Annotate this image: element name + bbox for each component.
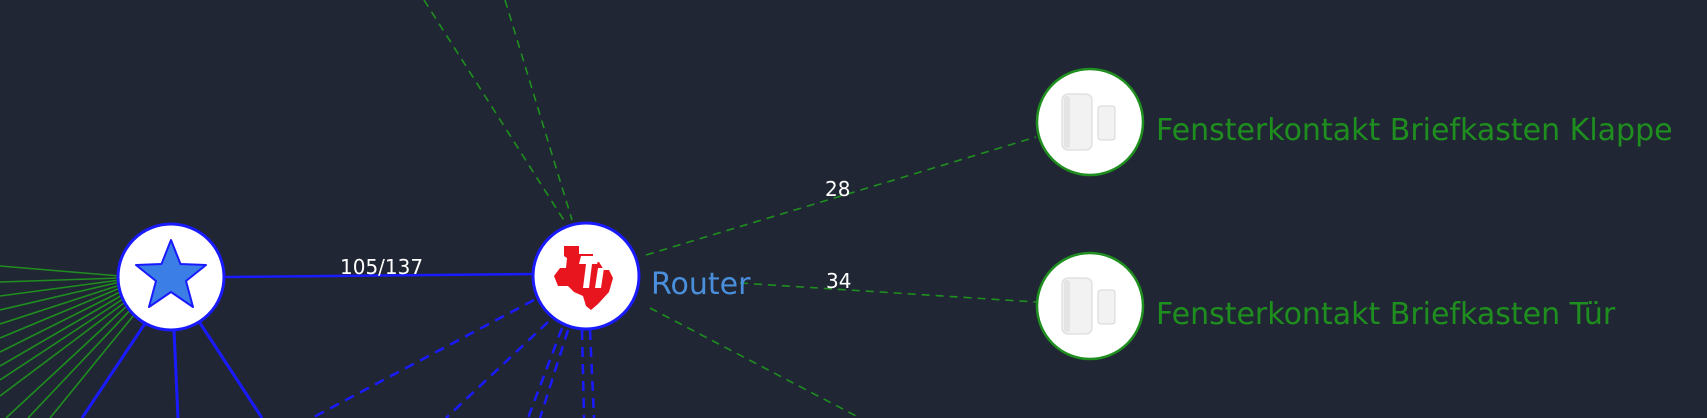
router-label: Router [651, 267, 751, 302]
coordinator-fan-links [0, 265, 139, 418]
device-label-klappe: Fensterkontakt Briefkasten Klappe [1156, 113, 1673, 148]
router-bottom-dashed-links [311, 298, 596, 418]
door-window-sensor-icon [1061, 277, 1116, 335]
link-router-klappe [645, 136, 1037, 256]
link-coordinator-router [223, 272, 536, 279]
router-device-dashed-links [645, 136, 1037, 418]
link-label-router-tuer: 34 [826, 269, 851, 293]
device-node-klappe[interactable] [1035, 67, 1145, 177]
star-icon [135, 239, 207, 308]
router-top-dashed-links [423, 0, 573, 223]
link-router-tuer [739, 282, 1037, 303]
texas-instruments-logo [554, 246, 613, 310]
router-node[interactable] [531, 221, 641, 331]
link-label-coordinator-router: 105/137 [340, 255, 423, 279]
link-label-router-klappe: 28 [825, 177, 850, 201]
device-label-tuer: Fensterkontakt Briefkasten Tür [1156, 297, 1616, 332]
coordinator-blue-links [80, 319, 264, 418]
coordinator-node[interactable] [116, 222, 226, 332]
link-router-offscreen [649, 307, 861, 418]
device-node-tuer[interactable] [1035, 251, 1145, 361]
door-window-sensor-icon [1061, 93, 1116, 151]
